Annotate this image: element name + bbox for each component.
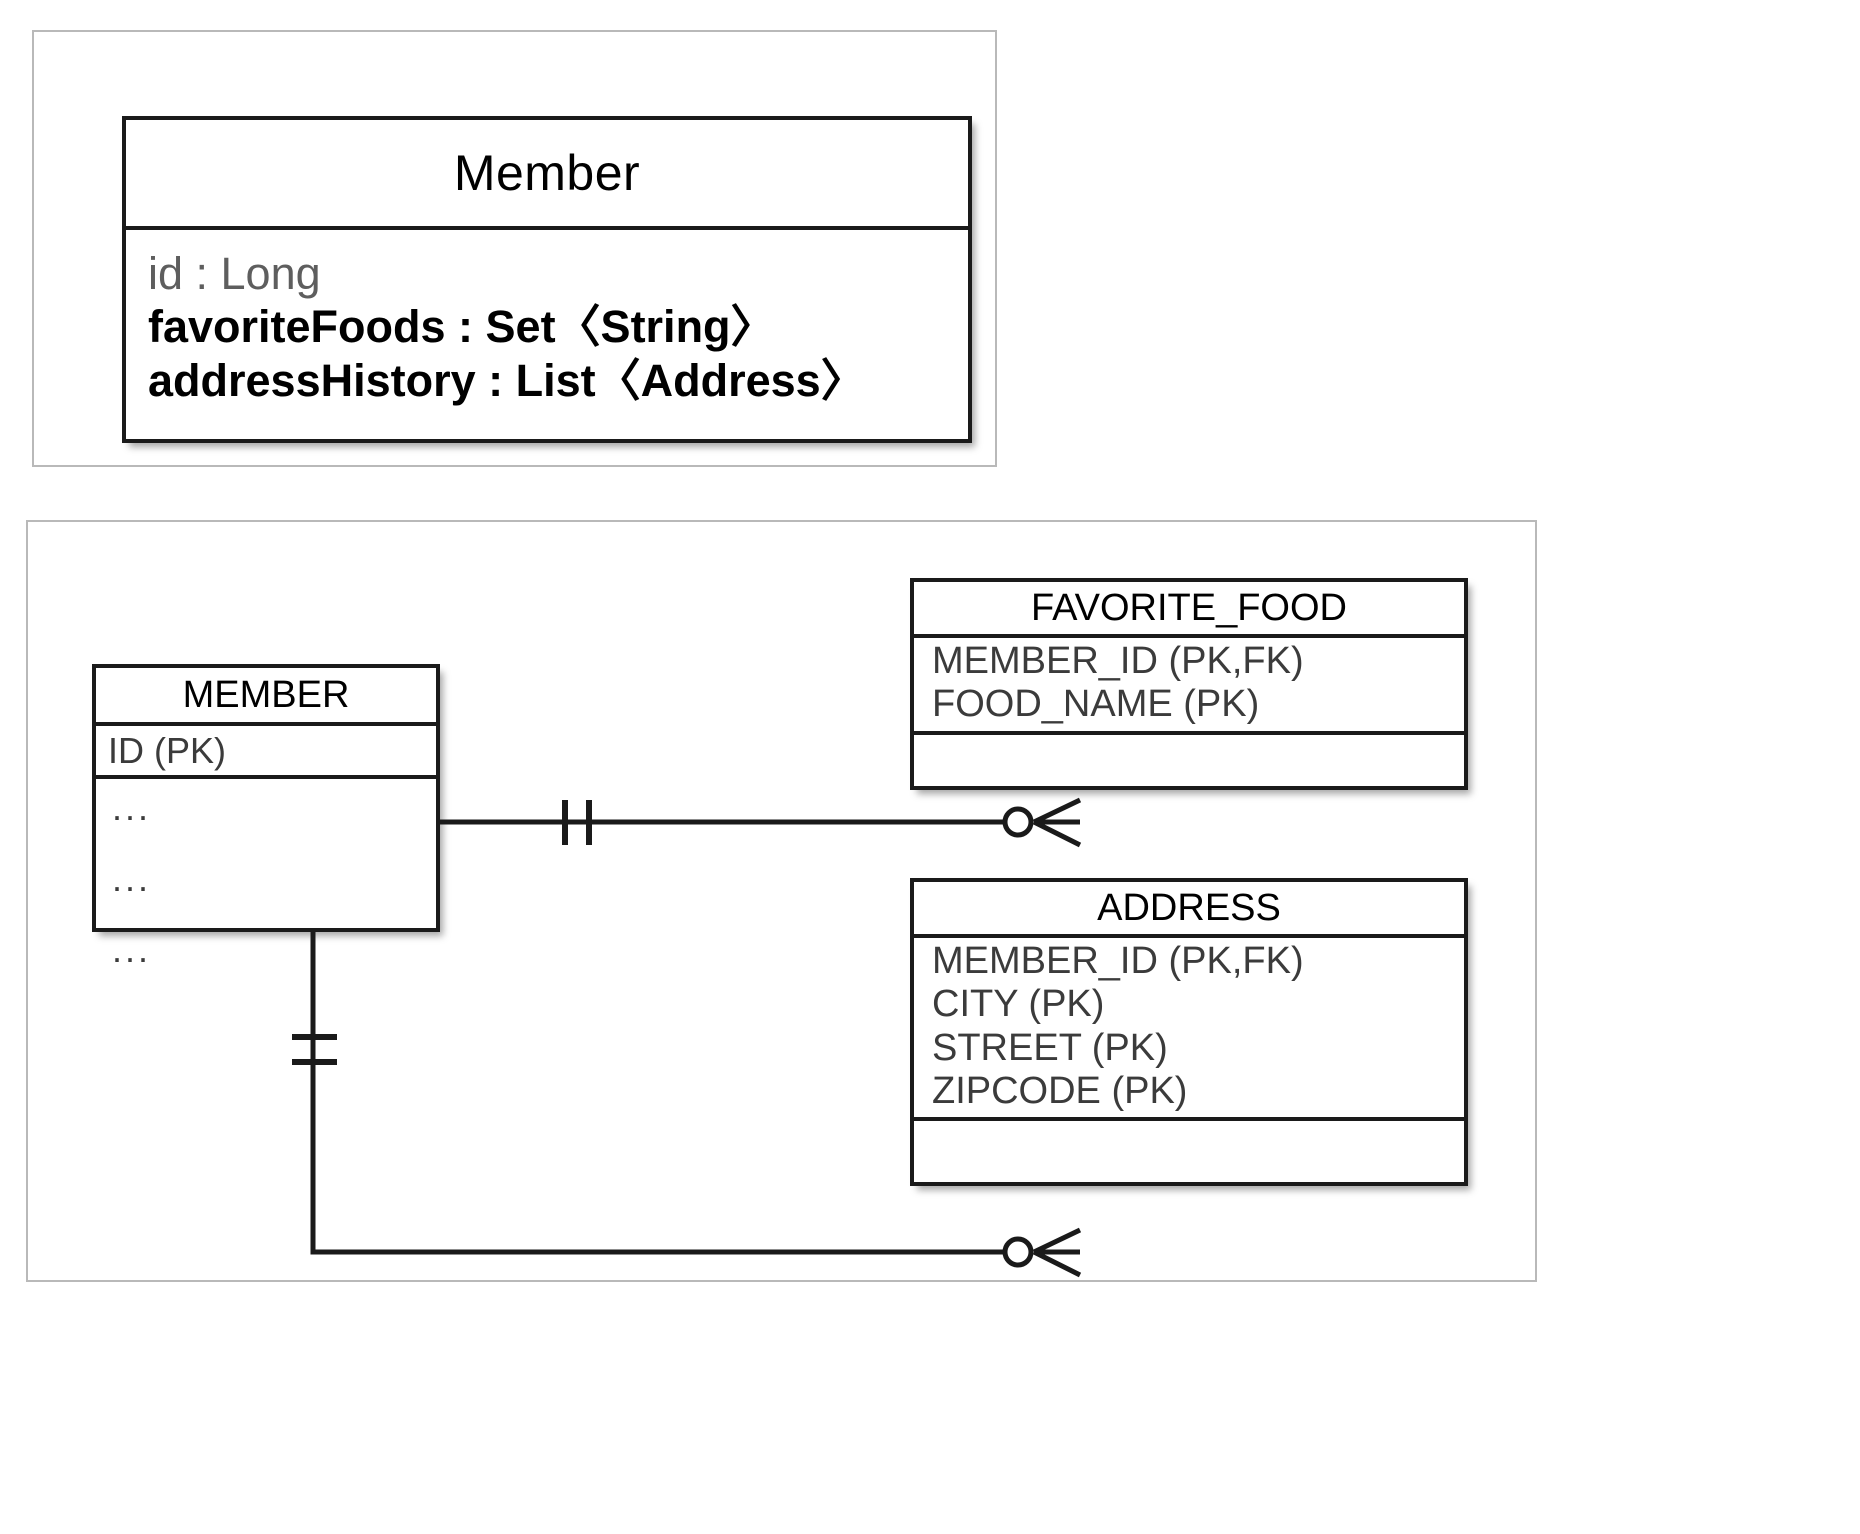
er-table-favorite-food[interactable]: FAVORITE_FOOD MEMBER_ID (PK,FK) FOOD_NAM… <box>910 578 1468 790</box>
er-column-row: ... <box>112 858 152 900</box>
er-footer-section <box>914 735 1464 779</box>
uml-class-name: Member <box>126 120 968 230</box>
uml-attribute-row: favoriteFoods : Set〈String〉 <box>148 301 776 353</box>
er-column-row: ... <box>112 787 152 829</box>
domain-model-panel: Member id : Long favoriteFoods : Set〈Str… <box>32 30 997 467</box>
er-column-row: MEMBER_ID (PK,FK) <box>932 640 1304 682</box>
er-table-address[interactable]: ADDRESS MEMBER_ID (PK,FK) CITY (PK) STRE… <box>910 878 1468 1186</box>
er-column-row: STREET (PK) <box>932 1026 1168 1069</box>
er-table-name: ADDRESS <box>914 882 1464 938</box>
er-column-row: MEMBER_ID (PK,FK) <box>932 940 1304 982</box>
er-pk-section: ID (PK) <box>96 726 436 780</box>
er-column-row: FOOD_NAME (PK) <box>932 683 1260 726</box>
uml-attribute-row: addressHistory : List〈Address〉 <box>148 354 866 406</box>
er-column-section: ... ... ... <box>96 779 436 970</box>
er-pk-section: MEMBER_ID (PK,FK) CITY (PK) STREET (PK) … <box>914 938 1464 1122</box>
er-pk-section: MEMBER_ID (PK,FK) FOOD_NAME (PK) <box>914 638 1464 735</box>
er-column-row: ... <box>112 929 152 971</box>
er-column-row: CITY (PK) <box>932 983 1105 1026</box>
er-table-member[interactable]: MEMBER ID (PK) ... ... ... <box>92 664 440 970</box>
er-column-row: ID (PK) <box>108 730 227 771</box>
uml-attribute-section: id : Long favoriteFoods : Set〈String〉 ad… <box>126 230 968 435</box>
er-column-row: ZIPCODE (PK) <box>932 1069 1188 1112</box>
uml-attribute-row: id : Long <box>148 248 321 299</box>
er-footer-section <box>914 1121 1464 1165</box>
er-table-name: FAVORITE_FOOD <box>914 582 1464 638</box>
er-table-name: MEMBER <box>96 668 436 726</box>
uml-class-member[interactable]: Member id : Long favoriteFoods : Set〈Str… <box>122 116 972 443</box>
